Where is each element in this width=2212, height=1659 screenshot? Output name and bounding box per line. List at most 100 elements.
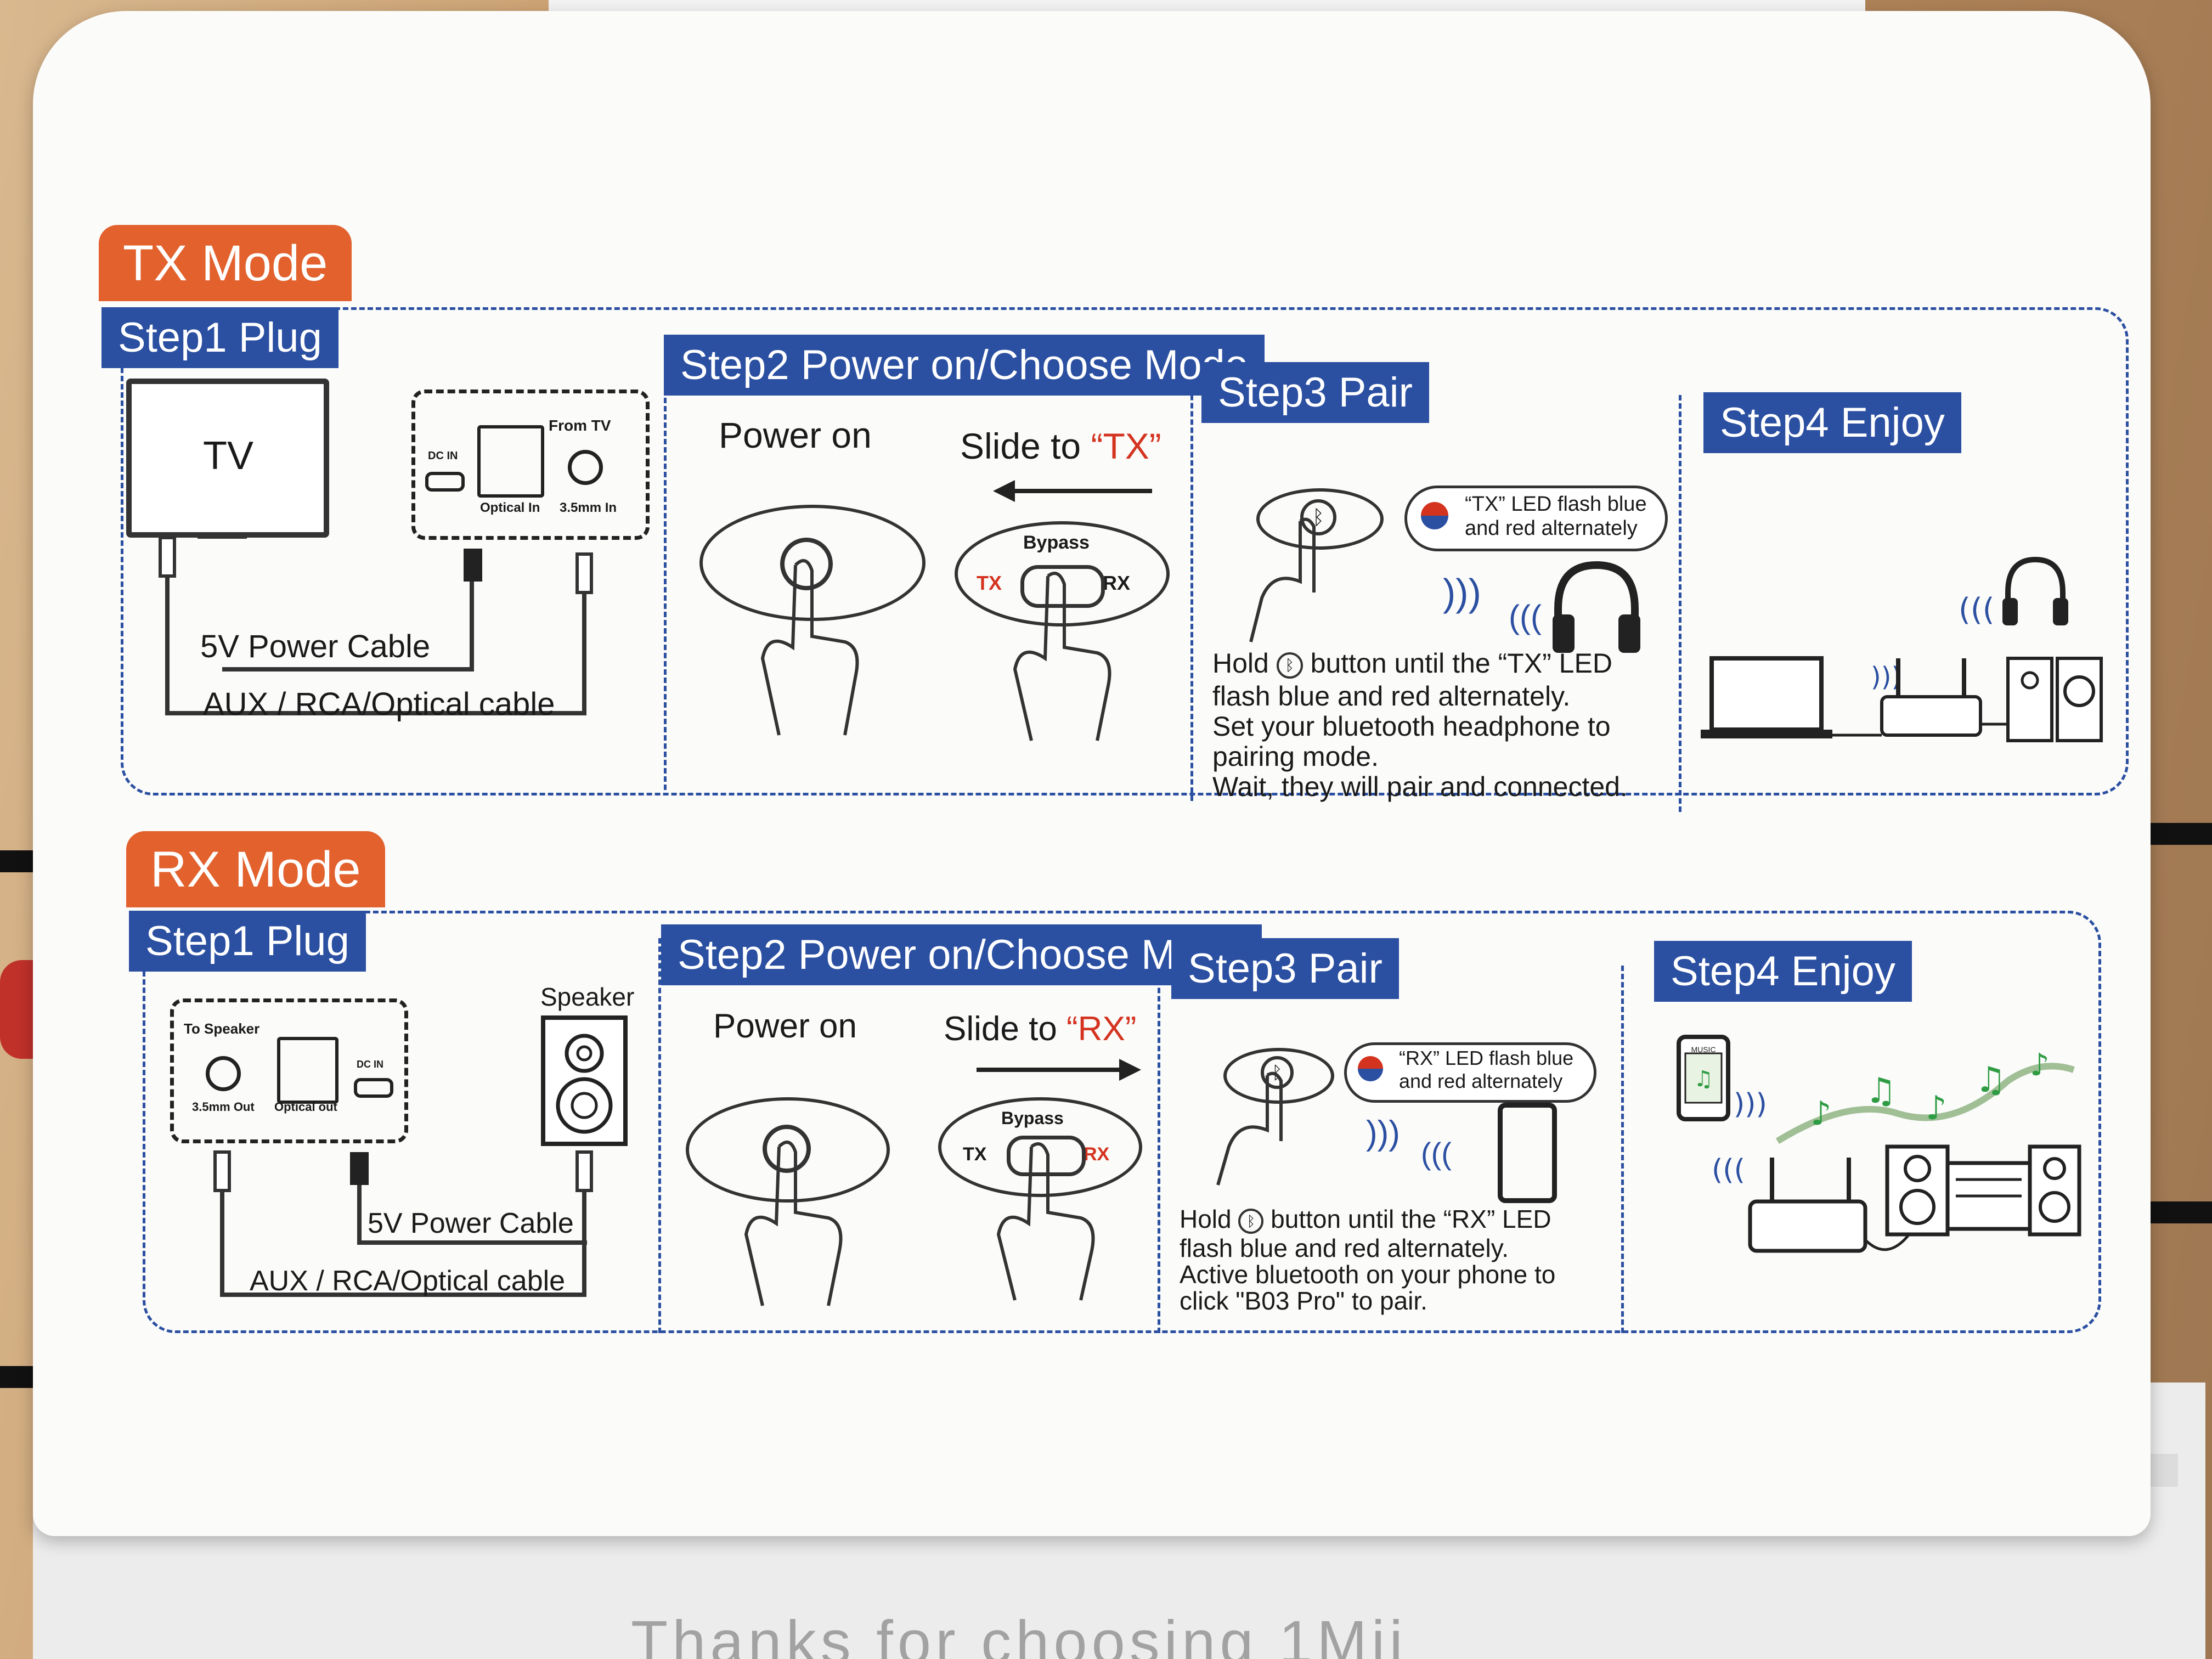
music-notes-icon: ♪ ♫ ♪ ♫ ♪ [1775, 1047, 2075, 1144]
wireless-signal-icon: ))) [1443, 571, 1481, 614]
tx-instr-line3: Set your bluetooth headphone to [1212, 711, 1611, 742]
tx-cables-drawing [159, 536, 593, 715]
tx-step2-tab: Step2 Power on/Choose Mode [664, 335, 1265, 396]
tv-label: TV [203, 434, 254, 478]
phone-icon-rx: ♫ [1677, 1035, 1730, 1121]
svg-text:♫: ♫ [1694, 1066, 1713, 1092]
led-status-icon-rx [1358, 1056, 1383, 1081]
rx-step4-tab: Step4 Enjoy [1654, 941, 1912, 1002]
speaker-icon [2006, 657, 2103, 742]
mode-switch-rx[interactable] [938, 1097, 1142, 1197]
port-35-out-label: 3.5mm Out [192, 1100, 255, 1114]
tx-led-note [1404, 486, 1668, 551]
tx-led-note-line1: “TX” LED flash blue [1465, 493, 1647, 516]
rx-cables-drawing [213, 1150, 593, 1297]
rx-step2-tab: Step2 Power on/Choose Mode [661, 924, 1262, 985]
arrow-left-icon [993, 480, 1152, 502]
stereo-system-icon [1885, 1144, 2081, 1237]
tx-step4-tab: Step4 Enjoy [1703, 392, 1961, 453]
rx-power-cable-label: 5V Power Cable [368, 1207, 574, 1239]
rx-led-note-line1: “RX” LED flash blue [1399, 1047, 1574, 1069]
instruction-card: TX Mode Step1 Plug Step2 Power on/Choose… [33, 11, 2151, 1536]
svg-text:♪: ♪ [1810, 1094, 1831, 1133]
rx-step3-tab: Step3 Pair [1171, 938, 1399, 999]
rx-instr-button-until: button until the “RX” LED [1271, 1205, 1551, 1233]
tx-mode-badge: TX Mode [99, 225, 352, 301]
power-symbol-icon-rx [763, 1125, 811, 1173]
rx-switch-right-label: RX [1084, 1144, 1110, 1165]
optical-port-icon-rx [277, 1037, 338, 1104]
rx-divider-3 [1621, 966, 1624, 1333]
rx-instr-line3: Active bluetooth on your phone to [1180, 1260, 1556, 1289]
rx-section-outline [143, 911, 2101, 1333]
phone-icon [1498, 1103, 1557, 1203]
tx-instr-hold: Hold [1212, 648, 1269, 679]
tx-instr-line1: Hold ᛒ button until the “TX” LED [1212, 647, 1612, 679]
tx-led-note-line2: and red alternately [1465, 517, 1638, 540]
tx-enjoy-illustration: ((( ))) [1701, 556, 2103, 742]
dc-in-port-icon [425, 472, 465, 492]
port-dcin-label: DC IN [428, 450, 458, 462]
mode-switch-tx[interactable] [955, 521, 1170, 627]
rx-music-label: MUSIC [1691, 1045, 1716, 1054]
hand-pointer-icon-rx-2 [996, 1142, 1095, 1301]
port-optical-out-label: Optical out [274, 1100, 337, 1114]
tx-step1-tab: Step1 Plug [101, 307, 338, 368]
tx-switch-right-label: RX [1103, 572, 1131, 594]
rx-switch-left-label: TX [963, 1144, 987, 1165]
headphones-icon [1553, 561, 1640, 653]
laptop-icon [1701, 656, 1832, 738]
device-button-icon-rx [1223, 1048, 1334, 1104]
svg-text:♪: ♪ [2030, 1047, 2050, 1083]
speaker-label: Speaker [540, 983, 635, 1011]
rx-slide-mode: “RX” [1066, 1010, 1137, 1048]
port-dcin-label-rx: DC IN [357, 1059, 383, 1070]
tx-step3-tab: Step3 Pair [1201, 362, 1429, 423]
hand-pointer-icon-rx-3 [1216, 1071, 1283, 1186]
tx-power-cable-label: 5V Power Cable [200, 629, 431, 664]
receiver-port-panel [170, 998, 408, 1143]
port-from-tv-label: From TV [549, 417, 611, 434]
rx-slide-prefix: Slide to [944, 1010, 1067, 1048]
svg-text:♪: ♪ [1926, 1089, 1946, 1127]
tx-instr-line4: pairing mode. [1212, 741, 1379, 772]
rx-led-note [1344, 1042, 1596, 1103]
optical-port-icon [477, 425, 544, 498]
rx-instr-line1: Hold ᛒ button until the “RX” LED [1180, 1204, 1551, 1234]
power-symbol-icon [780, 538, 833, 590]
hand-pointer-icon-2 [1013, 572, 1111, 741]
rx-instr-hold: Hold [1180, 1205, 1232, 1233]
box-footer-text: Thanks for choosing 1Mii [631, 1609, 1407, 1659]
rx-divider-2 [1158, 955, 1160, 1333]
tx-slide-label: Slide to “TX” [960, 425, 1161, 467]
tx-divider-1 [664, 340, 667, 790]
jack-port-icon-rx [206, 1056, 241, 1091]
svg-text:(((: ((( [1712, 1154, 1745, 1187]
rx-slide-label: Slide to “RX” [944, 1009, 1136, 1048]
rx-instr-line4: click "B03 Pro" to pair. [1180, 1286, 1427, 1315]
tx-divider-3 [1679, 395, 1681, 812]
tx-switch-left-label: TX [977, 572, 1002, 594]
rx-mode-badge: RX Mode [126, 831, 385, 907]
transmitter-icon [1880, 658, 1982, 737]
tx-aux-cable-label: AUX / RCA/Optical cable [203, 686, 555, 722]
tx-instr-button-until: button until the “TX” LED [1310, 648, 1612, 679]
tx-bypass-label: Bypass [1023, 532, 1090, 553]
tx-power-on-label: Power on [719, 415, 872, 455]
rx-aux-cable-label: AUX / RCA/Optical cable [250, 1265, 566, 1297]
power-button-icon-rx [686, 1097, 890, 1203]
rx-instr-line2: flash blue and red alternately. [1180, 1234, 1509, 1262]
rx-divider-1 [658, 938, 661, 1333]
transmitter-icon-rx [1748, 1158, 1867, 1253]
dc-in-port-icon-rx [354, 1078, 393, 1098]
wireless-signal-icon-2: ((( [1509, 599, 1542, 635]
device-button-icon [1256, 488, 1384, 550]
hand-pointer-icon-rx [744, 1141, 843, 1306]
rx-bypass-label: Bypass [1001, 1108, 1064, 1128]
hand-pointer-icon [760, 559, 859, 736]
headphones-icon-2 [2002, 556, 2068, 625]
port-35-label: 3.5mm In [560, 500, 617, 515]
led-status-icon [1421, 502, 1448, 529]
bluetooth-inline-icon: ᛒ [1276, 652, 1303, 679]
